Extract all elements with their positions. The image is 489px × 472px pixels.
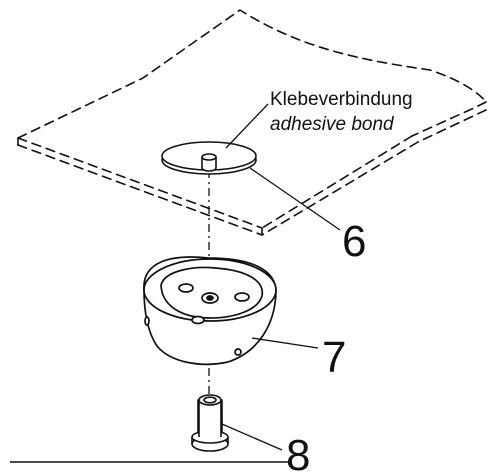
foot-body: [143, 256, 277, 366]
label-german: Klebeverbindung: [270, 89, 413, 110]
leader-part-6: [249, 167, 341, 231]
panel-front-left-edge-back: [17, 144, 263, 236]
foot-top-hole-left: [178, 283, 194, 293]
adhesive-disc: [161, 141, 257, 175]
part-number-8: 8: [286, 431, 310, 472]
foot-side-hole-left: [144, 316, 150, 326]
label-english: adhesive bond: [270, 114, 395, 135]
part-number-7: 7: [322, 333, 346, 382]
foot-top-hole-front: [191, 315, 205, 325]
sleeve-bushing: [191, 394, 229, 452]
sleeve-top-bore: [203, 396, 217, 404]
panel-front-right-edge-back: [261, 141, 419, 236]
panel-right-edge: [411, 101, 487, 137]
disc-stud: [202, 157, 216, 168]
panel-front-right-edge: [261, 135, 413, 229]
part-number-6: 6: [342, 217, 366, 266]
panel-front-left-edge: [17, 137, 263, 229]
disc-stud-top: [201, 153, 217, 161]
leader-lines: [10, 103, 341, 463]
foot-side-hole-right: [234, 348, 242, 356]
foot-center-hole-inner: [206, 295, 214, 301]
leader-part-7: [251, 337, 319, 349]
panel-right-edge-back: [417, 109, 487, 143]
sleeve-neck: [199, 404, 221, 438]
panel-top-edge: [17, 9, 487, 139]
leader-part-8: [221, 423, 283, 451]
foot-top-hole-right: [234, 292, 250, 302]
mounting-panel: [17, 9, 487, 236]
leader-adhesive-bond: [225, 103, 269, 149]
